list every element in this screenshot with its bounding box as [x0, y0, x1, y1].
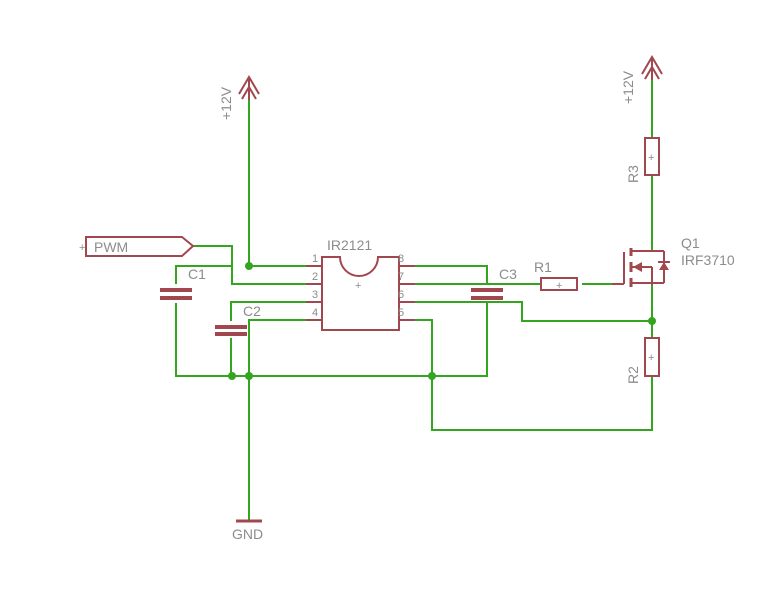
junction-dot	[428, 372, 436, 380]
mosfet-icon	[612, 248, 670, 287]
junction-dot	[648, 317, 656, 325]
resistor-r1[interactable]: + R1	[534, 259, 578, 292]
capacitor-label: C1	[188, 266, 206, 282]
ic-pin-number: 1	[312, 253, 318, 265]
ic-pin-number: 3	[312, 289, 318, 301]
mosfet-q1[interactable]: Q1 IRF3710	[612, 235, 735, 287]
ic-pin-number: 2	[312, 271, 318, 283]
resistor-mark: +	[648, 152, 654, 164]
wire-vcc-left	[248, 85, 322, 267]
ic-ir2121[interactable]: IR2121 1 2 3 4 5 6 7 8 +	[306, 237, 415, 331]
ic-pin-number: 8	[398, 253, 404, 265]
capacitor-c3[interactable]: C3	[471, 266, 517, 300]
capacitor-c1[interactable]: C1	[160, 266, 206, 300]
resistor-icon	[644, 337, 660, 377]
junction-dot	[245, 262, 253, 270]
wires	[175, 78, 653, 521]
ic-pin-number: 4	[312, 307, 318, 319]
resistor-mark: +	[556, 280, 562, 292]
resistor-r2[interactable]: + R2	[625, 337, 660, 384]
supply-12v-left[interactable]: +12V	[218, 75, 260, 120]
ic-body-icon	[321, 256, 400, 331]
resistor-label: R1	[534, 259, 552, 275]
junctions	[228, 262, 656, 380]
ic-origin-mark: +	[355, 280, 361, 292]
wire-pin4	[248, 319, 322, 376]
supply-arrow-icon	[641, 55, 663, 75]
wire-c1-top	[175, 265, 232, 284]
port-mark: +	[79, 242, 85, 254]
capacitor-label: C2	[243, 303, 261, 319]
supply-12v-right[interactable]: +12V	[620, 55, 663, 104]
wire-pin8	[399, 265, 488, 284]
resistor-label: R3	[625, 165, 641, 183]
ic-label: IR2121	[327, 237, 372, 253]
ground-label: GND	[232, 526, 263, 542]
port-flag-icon	[85, 236, 195, 257]
wire-pin6	[399, 301, 652, 322]
mosfet-part-label: IRF3710	[681, 252, 735, 268]
capacitor-label: C3	[499, 266, 517, 282]
ic-pin-number: 5	[398, 307, 404, 319]
resistor-label: R2	[625, 366, 641, 384]
ic-pin-number: 7	[398, 271, 404, 283]
ground-symbol[interactable]: GND	[232, 519, 263, 542]
wire-pin5	[399, 319, 653, 431]
wire-c2-top	[230, 301, 322, 321]
junction-dot	[245, 372, 253, 380]
resistor-r3[interactable]: + R3	[625, 137, 660, 183]
resistor-icon	[644, 137, 660, 176]
port-label: PWM	[94, 239, 128, 255]
junction-dot	[228, 372, 236, 380]
pwm-input-port[interactable]: PWM +	[79, 236, 195, 257]
capacitor-c2[interactable]: C2	[215, 303, 261, 336]
supply-arrow-icon	[238, 75, 260, 95]
supply-label: +12V	[218, 86, 234, 120]
ic-pin-number: 6	[398, 289, 404, 301]
resistor-icon	[540, 277, 578, 291]
resistor-mark: +	[648, 352, 654, 364]
wire-gnd-bus	[175, 303, 488, 377]
mosfet-ref-label: Q1	[681, 235, 700, 251]
supply-label: +12V	[620, 70, 636, 104]
